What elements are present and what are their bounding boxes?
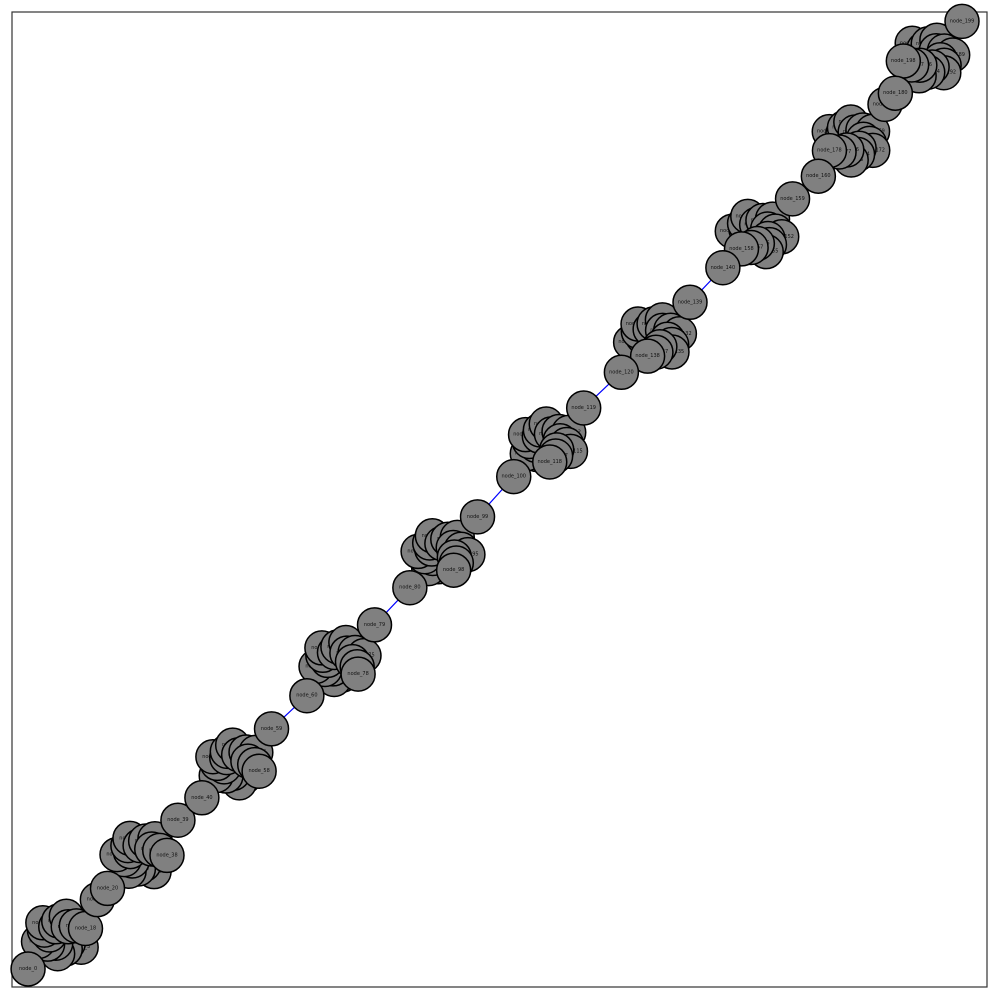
graph-node: node_39 [160, 802, 196, 838]
graph-node: node_40 [184, 780, 220, 816]
node-label: node_138 [635, 353, 660, 359]
node-label: node_118 [537, 459, 562, 465]
node-circle [184, 780, 220, 816]
node-circle [672, 284, 708, 321]
graph-node: node_159 [774, 181, 811, 217]
node-label: node_79 [364, 622, 385, 628]
node-circle [89, 870, 126, 907]
node-label: node_139 [678, 299, 703, 305]
graph-node: node_139 [672, 284, 708, 321]
node-circle [531, 444, 568, 480]
node-label: node_58 [248, 768, 269, 774]
node-label: node_99 [467, 514, 488, 520]
graph-node: node_18 [67, 910, 104, 947]
graph-node: node_80 [392, 569, 428, 606]
graph-node: node_58 [241, 753, 277, 789]
node-label: node_160 [806, 173, 831, 179]
node-circle [459, 499, 496, 535]
node-circle [149, 837, 185, 874]
node-label: node_159 [780, 196, 805, 202]
node-label: node_0 [19, 966, 37, 972]
node-label: node_78 [347, 671, 368, 677]
node-label: node_199 [950, 18, 975, 24]
node-circle [289, 677, 325, 714]
node-label: node_39 [167, 817, 188, 823]
node-circle [603, 354, 640, 391]
node-label: node_158 [729, 246, 754, 252]
graph-node: node_98 [435, 552, 472, 588]
node-label: node_80 [399, 585, 420, 591]
graph-node: node_0 [10, 951, 46, 987]
node-label: node_100 [501, 474, 526, 480]
node-circle [392, 569, 428, 606]
graph-node: node_100 [495, 458, 532, 495]
node-circle [944, 3, 980, 40]
graph-node: node_78 [340, 656, 376, 692]
graph-node: node_180 [877, 75, 914, 111]
node-label: node_178 [817, 148, 842, 154]
node-label: node_40 [191, 795, 212, 801]
node-circle [241, 753, 277, 789]
node-label: node_20 [97, 885, 118, 891]
node-label: node_98 [443, 567, 464, 573]
graph-node: node_160 [800, 158, 837, 194]
node-circle [774, 181, 811, 217]
node-layer: node_1node_2node_3node_4node_5node_6node… [10, 3, 980, 987]
node-label: node_59 [261, 726, 282, 732]
node-label: node_38 [156, 852, 177, 858]
graph-node: node_138 [629, 338, 666, 374]
graph-node: node_198 [885, 43, 922, 79]
node-label: node_120 [609, 369, 634, 375]
node-label: node_60 [296, 693, 317, 699]
graph-node: node_60 [289, 677, 325, 714]
node-label: node_119 [571, 405, 596, 411]
graph-node: node_119 [565, 390, 602, 426]
graph-node: node_199 [944, 3, 980, 40]
graph-node: node_120 [603, 354, 640, 391]
node-circle [253, 711, 290, 747]
graph-node: node_140 [705, 250, 741, 286]
node-label: node_198 [891, 58, 916, 64]
node-circle [877, 75, 914, 111]
graph-node: node_59 [253, 711, 290, 747]
node-circle [629, 338, 666, 374]
node-label: node_180 [883, 90, 908, 96]
plot-frame [11, 11, 988, 988]
node-circle [565, 390, 602, 426]
node-circle [800, 158, 837, 194]
node-circle [495, 458, 532, 495]
node-label: node_140 [711, 265, 736, 271]
node-circle [435, 552, 472, 588]
node-circle [356, 607, 393, 643]
graph-node: node_20 [89, 870, 126, 907]
graph-node: node_79 [356, 607, 393, 643]
graph-node: node_38 [149, 837, 185, 874]
node-circle [705, 250, 741, 286]
node-label: node_18 [75, 926, 96, 932]
node-circle [10, 951, 46, 987]
node-circle [340, 656, 376, 692]
graph-node: node_99 [459, 499, 496, 535]
graph-node: node_118 [531, 444, 568, 480]
node-circle [160, 802, 196, 838]
